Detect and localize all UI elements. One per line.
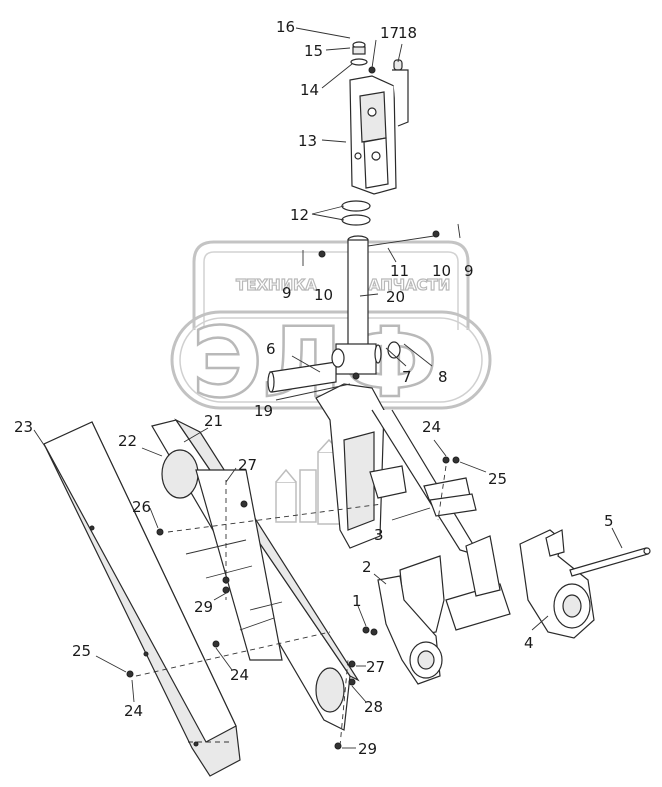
callout-29-lower: 29 <box>358 740 377 758</box>
callout-8: 8 <box>438 368 448 386</box>
callout-25-left: 25 <box>72 642 91 660</box>
callout-19: 19 <box>254 402 273 420</box>
callout-24-upper: 24 <box>422 418 441 436</box>
callout-11: 11 <box>390 262 409 280</box>
watermark: ТЕХНИКА ЗАПЧАСТИ ЭЛФ <box>170 240 492 525</box>
callout-18: 18 <box>398 24 417 42</box>
callout-7: 7 <box>402 368 412 386</box>
guard-panels <box>43 418 360 777</box>
callout-27-lower: 27 <box>366 658 385 676</box>
callout-13: 13 <box>298 132 317 150</box>
callout-3: 3 <box>374 526 384 544</box>
callout-20: 20 <box>386 288 405 306</box>
callout-9-right: 9 <box>464 262 474 280</box>
callout-23: 23 <box>14 418 33 436</box>
callout-labels: 16 15 14 17 18 13 12 10 9 11 20 9 10 6 7… <box>14 18 614 758</box>
callout-27-upper: 27 <box>238 456 257 474</box>
callout-6: 6 <box>266 340 276 358</box>
assembly-lines <box>135 465 447 747</box>
watermark-caption-left: ТЕХНИКА <box>236 276 317 294</box>
callout-16: 16 <box>276 18 295 36</box>
callout-9-left: 9 <box>282 284 292 302</box>
callout-14: 14 <box>300 81 319 99</box>
callout-2: 2 <box>362 558 372 576</box>
column-assembly <box>267 200 461 393</box>
callout-15: 15 <box>304 42 323 60</box>
watermark-logo-text: ЭЛФ <box>192 307 437 419</box>
callout-22: 22 <box>118 432 137 450</box>
callout-26: 26 <box>132 498 151 516</box>
callout-17: 17 <box>380 24 399 42</box>
callout-21: 21 <box>204 412 223 430</box>
callout-leaders <box>33 27 623 749</box>
callout-1: 1 <box>352 592 362 610</box>
lower-bracket-assembly <box>315 383 651 685</box>
callout-4: 4 <box>524 634 534 652</box>
callout-12: 12 <box>290 206 309 224</box>
callout-24-lower-left: 24 <box>124 702 143 720</box>
callout-10-left: 10 <box>314 286 333 304</box>
callout-29-left: 29 <box>194 598 213 616</box>
upper-bracket-assembly <box>349 41 409 195</box>
callout-10-right: 10 <box>432 262 451 280</box>
callout-5: 5 <box>604 512 614 530</box>
callout-24-lower: 24 <box>230 666 249 684</box>
watermark-caption-right: ЗАПЧАСТИ <box>358 276 450 294</box>
fasteners <box>126 372 460 750</box>
callout-25-right: 25 <box>488 470 507 488</box>
callout-28: 28 <box>364 698 383 716</box>
